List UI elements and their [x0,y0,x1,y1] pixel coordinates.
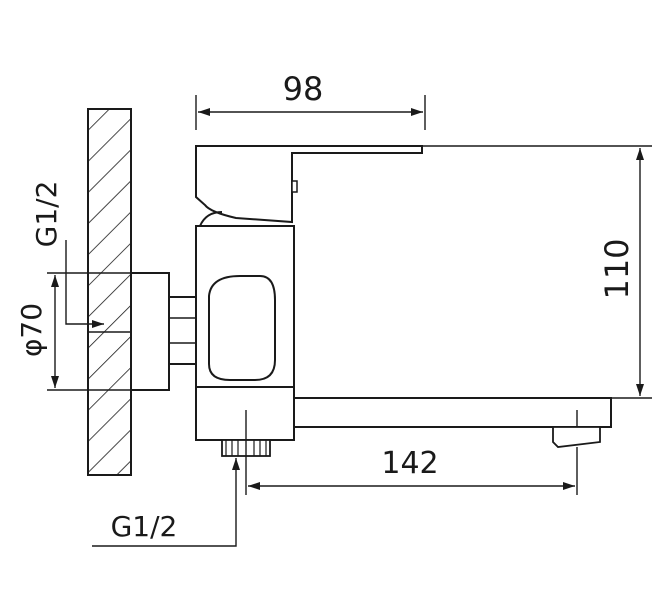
dimension-98-label: 98 [283,70,324,108]
dimension-110: 110 [422,145,652,399]
dimension-98: 98 [195,70,426,130]
dimension-g12-outlet: G1/2 [92,458,240,547]
dimension-142-label: 142 [381,446,438,481]
dimension-g12-inlet: G1/2 [30,181,104,328]
wall-section [87,108,132,476]
outlet-thread-label: G1/2 [111,510,178,543]
dimension-142: 142 [245,410,578,495]
inlet-thread-label: G1/2 [30,181,63,248]
dimension-phi70: φ70 [15,272,131,391]
spout [294,397,612,448]
lever-handle [195,145,423,227]
dimension-110-label: 110 [598,238,636,299]
mixer-body [195,225,295,441]
wall-flange [88,272,170,391]
dimension-phi70-label: φ70 [15,303,48,357]
